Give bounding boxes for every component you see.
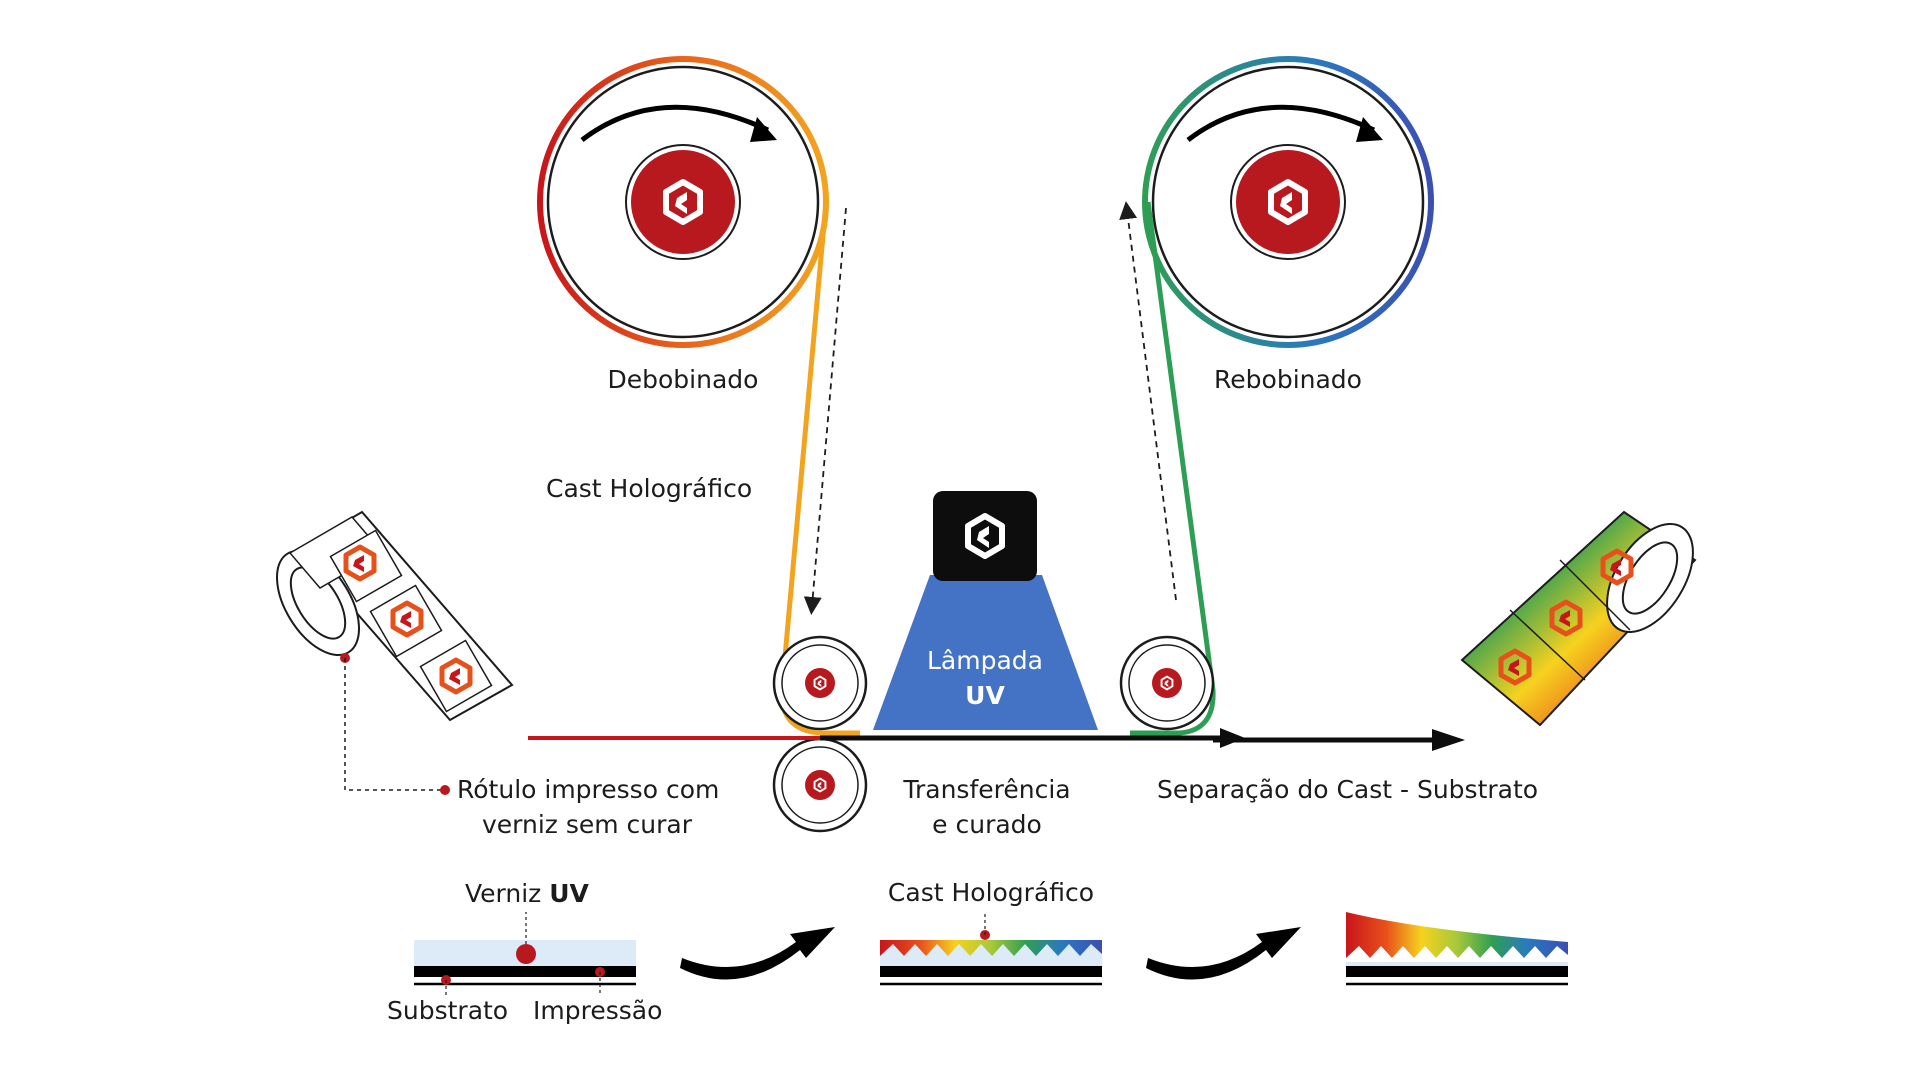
nip-roller-top-left — [772, 635, 868, 731]
lamp-label-line1: Lâmpada — [927, 646, 1043, 675]
unwind-roll — [537, 56, 829, 348]
curved-arrow-icon — [680, 927, 835, 980]
substrate-label: Substrato — [387, 996, 509, 1025]
unwind-label: Debobinado — [607, 365, 759, 394]
cast-film-label: Cast Holográfico — [546, 474, 753, 503]
film-direction-arrow-icon — [803, 207, 847, 615]
nip-roller-bottom-left — [772, 737, 868, 833]
holographic-label-roll — [1460, 510, 1697, 727]
nip-roller-right — [1119, 635, 1215, 731]
transfer-caption-line2: e curado — [932, 810, 1042, 839]
lamp-label-line2: UV — [965, 681, 1005, 710]
transfer-caption-line1: Transferência — [903, 775, 1071, 804]
layer-stack-stage3 — [1346, 912, 1568, 986]
varnish-label-prefix: Verniz — [465, 879, 550, 908]
rotation-arrow-icon — [750, 117, 777, 142]
callout-leader — [344, 658, 445, 791]
rewind-roll — [1142, 56, 1434, 348]
varnish-label: Verniz UV — [465, 876, 589, 911]
printed-label-roll — [275, 510, 514, 722]
curved-arrow-icon — [1146, 927, 1301, 980]
printing-label: Impressão — [533, 996, 663, 1025]
uv-lamp — [873, 491, 1098, 730]
printed-label-caption-line2: verniz sem curar — [481, 810, 693, 839]
cast-layer-label: Cast Holográfico — [887, 878, 1095, 907]
layer-stack-stage1 — [414, 912, 636, 995]
rotation-arrow-icon — [1356, 117, 1383, 142]
varnish-label-uv: UV — [549, 879, 589, 908]
separation-caption: Separação do Cast - Substrato — [1157, 775, 1539, 804]
rewind-label: Rebobinado — [1214, 365, 1362, 394]
film-direction-arrow-icon — [1119, 201, 1177, 601]
printed-label-caption-line1: Rótulo impresso com — [457, 775, 720, 804]
web-arrow-icon — [1432, 729, 1465, 751]
layer-stack-stage2 — [880, 912, 1102, 986]
